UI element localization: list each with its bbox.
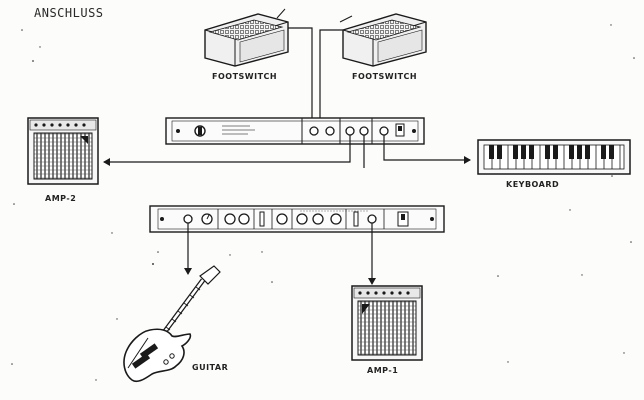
keyboard-icon xyxy=(477,139,631,175)
cable-to-amp2 xyxy=(103,135,351,166)
amp2-label: AMP-2 xyxy=(45,194,77,203)
cable-footswitch-left xyxy=(288,27,313,122)
keyboard-label: KEYBOARD xyxy=(506,180,560,189)
footswitch-left-label: FOOTSWITCH xyxy=(212,72,278,81)
guitar-label: GUITAR xyxy=(192,363,229,372)
amp2-icon xyxy=(27,117,99,185)
page-title: ANSCHLUSS xyxy=(34,6,104,20)
footswitch-right-label: FOOTSWITCH xyxy=(352,72,418,81)
electric-guitar-icon xyxy=(123,265,221,383)
amp1-icon xyxy=(351,285,423,361)
top-rack-unit-icon xyxy=(165,117,425,145)
middle-rack-unit-icon xyxy=(149,205,445,233)
cable-to-keyboard xyxy=(383,135,471,164)
cable-footswitch-right xyxy=(319,29,343,122)
scan-speckles xyxy=(11,24,635,381)
footswitch-left-icon xyxy=(204,8,289,67)
footswitch-right-icon xyxy=(339,13,427,67)
amp1-label: AMP-1 xyxy=(367,366,399,375)
